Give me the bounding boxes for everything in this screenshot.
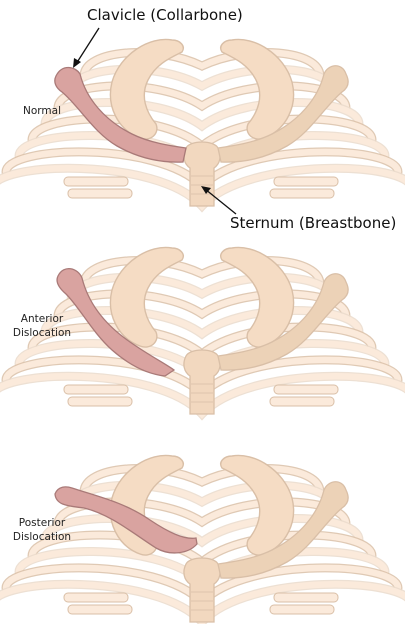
lower-rib-band	[64, 593, 128, 602]
lower-rib-band	[64, 385, 128, 394]
lower-rib-band	[274, 593, 338, 602]
lower-rib-band	[68, 397, 132, 406]
panel-label-anterior: Anterior Dislocation	[4, 312, 80, 340]
sternum-pointer-arrow	[0, 0, 405, 260]
lower-rib-band	[270, 397, 334, 406]
lower-rib-band	[274, 385, 338, 394]
panel-label-posterior: Posterior Dislocation	[4, 516, 80, 544]
panel-posterior: Posterior Dislocation	[0, 416, 405, 624]
lower-rib-band	[270, 605, 334, 614]
lower-rib-band	[68, 605, 132, 614]
